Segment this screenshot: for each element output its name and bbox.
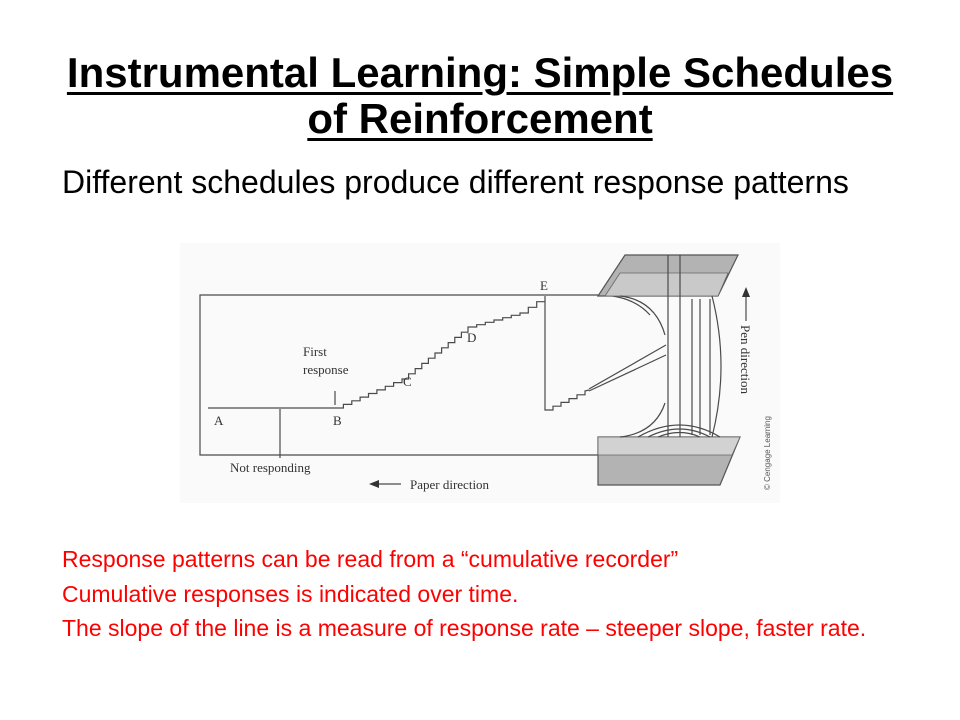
drum-base-face [597,436,741,456]
copyright-credit: © Cengage Learning [763,416,772,490]
recorder-drum [596,254,741,486]
drum-bottom-arc [657,431,701,438]
pen-direction-arrow-icon [742,287,750,321]
paper-outline [199,294,598,456]
note-line: The slope of the line is a measure of re… [62,615,867,641]
cumulative-recorder-diagram: A B C D E First response Not responding … [180,243,780,503]
drum-top-lid-face [604,272,729,297]
drum-front-curve [619,402,666,438]
point-label-c: C [403,374,412,389]
drum-bottom-arc [637,424,721,438]
cumulative-record-line [208,296,590,411]
point-label-b: B [333,413,342,428]
paper-direction-arrow-icon [369,480,401,488]
slide-title: Instrumental Learning: Simple Schedules … [66,49,894,142]
pen-arm [588,344,667,392]
drum-bottom-arc [647,428,711,438]
point-label-a: A [214,413,224,428]
point-label-e: E [540,278,548,293]
slide-subtitle: Different schedules produce different re… [62,164,849,200]
paper-direction-label: Paper direction [410,477,490,492]
note-line: Cumulative responses is indicated over t… [62,580,519,607]
first-response-label: First response [303,344,349,377]
drum-right-curve [711,295,722,438]
first-response-label-line: First [303,344,327,359]
first-response-label-line: response [303,362,349,377]
not-responding-label: Not responding [230,460,311,475]
point-label-d: D [467,330,476,345]
pen-direction-label: Pen direction [738,325,753,394]
notes-list: Response patterns can be read from a “cu… [62,542,866,646]
note-line: Response patterns can be read from a “cu… [62,546,679,572]
drum-front-curve [619,295,666,336]
